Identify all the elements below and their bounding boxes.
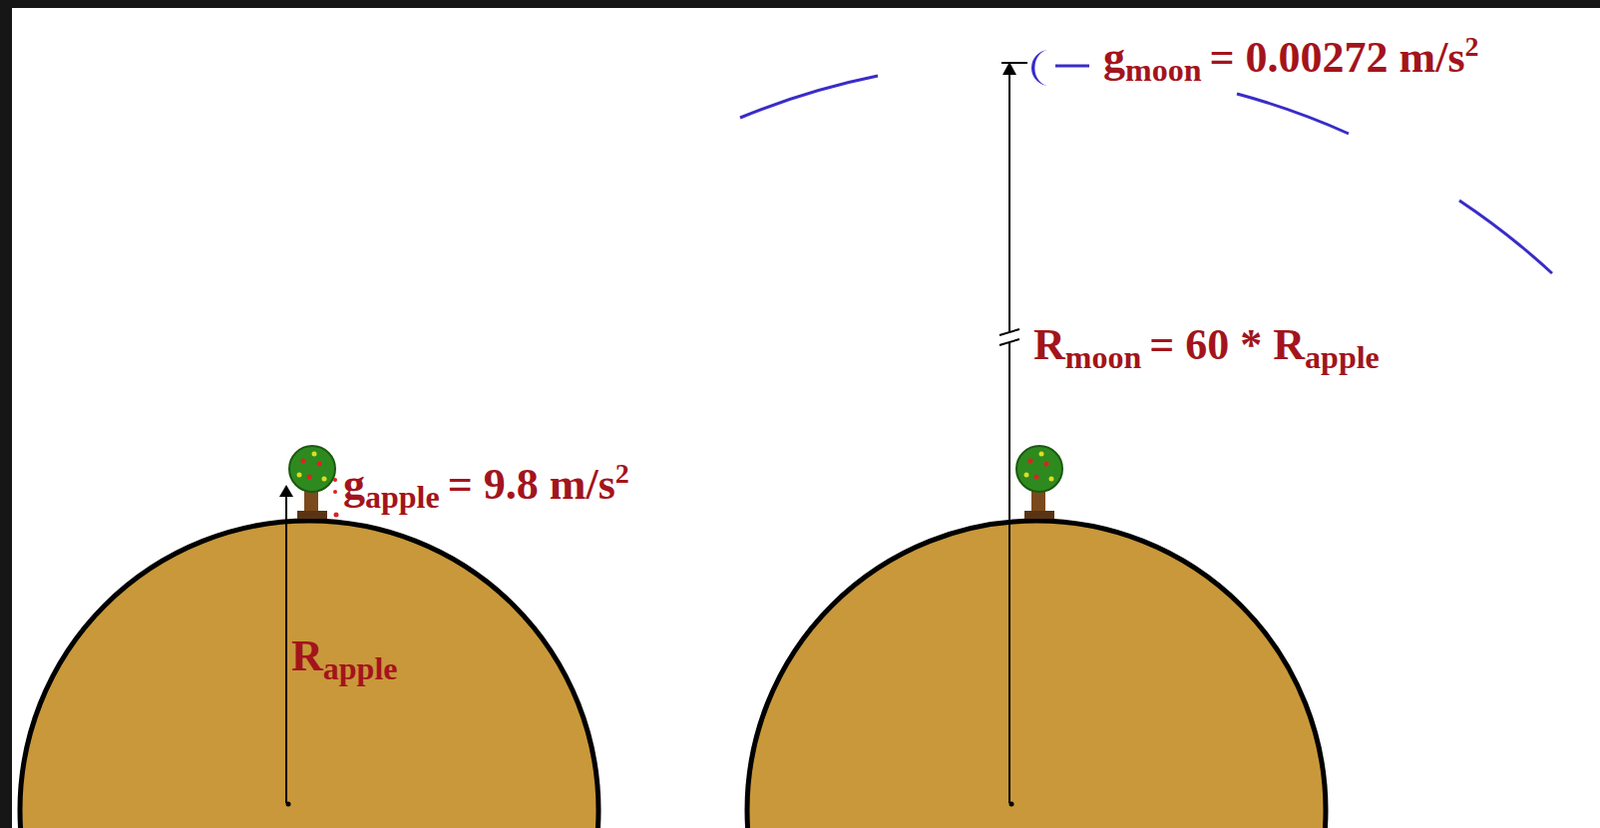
falling-apple xyxy=(334,512,340,518)
label-text: g xyxy=(343,462,366,507)
superscript: 2 xyxy=(1465,32,1480,61)
label-text: = 60 * R xyxy=(1149,323,1305,368)
formula-label: gmoon= 0.00272 m/s2 xyxy=(1103,35,1480,80)
break-mark xyxy=(999,329,1020,336)
label-text: R xyxy=(291,634,324,679)
radius-line xyxy=(1008,71,1011,803)
earth-right xyxy=(747,520,1326,828)
earth-left xyxy=(19,520,599,828)
center-dot xyxy=(286,801,292,807)
orbit-arc xyxy=(1236,93,1349,134)
radius-label: Rapple xyxy=(291,634,405,679)
subscript: moon xyxy=(1125,53,1201,86)
orbit-arc xyxy=(1459,200,1553,274)
apple-tree xyxy=(1016,445,1063,519)
center-dot xyxy=(1009,801,1015,807)
orbit-arc xyxy=(740,75,878,118)
falling-apple xyxy=(333,489,338,494)
apple-tree xyxy=(289,445,336,519)
arrow-head xyxy=(279,484,294,497)
formula-label: gapple= 9.8 m/s2 xyxy=(343,462,630,507)
moon-crescent xyxy=(1031,49,1050,86)
radius-label: Rmoon= 60 * Rapple xyxy=(1033,323,1388,368)
subscript: moon xyxy=(1065,341,1142,374)
superscript: 2 xyxy=(615,459,630,488)
label-text: = 0.00272 m/s xyxy=(1208,35,1465,80)
label-text: g xyxy=(1103,35,1126,80)
label-text: R xyxy=(1033,323,1066,368)
subscript: apple xyxy=(323,652,399,685)
moon-pointer xyxy=(1055,64,1090,68)
break-mark xyxy=(999,339,1020,346)
label-text: = 9.8 m/s xyxy=(447,462,616,507)
radius-line xyxy=(285,493,288,803)
subscript: apple xyxy=(1304,341,1380,374)
falling-apple xyxy=(333,477,338,482)
tick xyxy=(1001,61,1028,64)
subscript: apple xyxy=(365,480,440,513)
